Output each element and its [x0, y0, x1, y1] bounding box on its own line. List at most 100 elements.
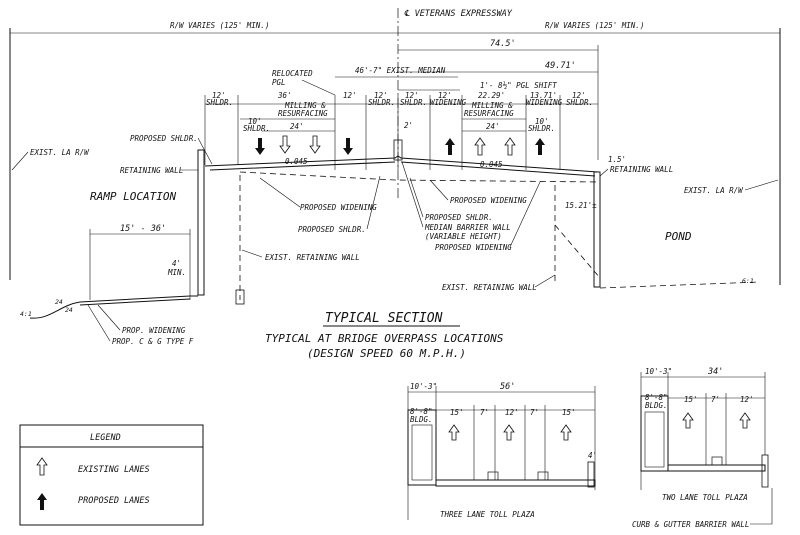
- subtitle-1: TYPICAL AT BRIDGE OVERPASS LOCATIONS: [265, 332, 504, 345]
- right-d12c: 12': [572, 91, 586, 100]
- right-d2: 2': [404, 121, 413, 130]
- relocated-label: RELOCATED: [272, 69, 313, 78]
- toll3-booth-1: [487, 471, 499, 481]
- right-d10: 10': [535, 117, 549, 126]
- toll3-bldg-dim: 8'-8": [410, 407, 433, 416]
- toll2-building: [640, 395, 669, 472]
- slope-left3: 4:1: [20, 310, 32, 318]
- existing-lane-arrow-icon: [309, 135, 321, 154]
- toll3-bldg: BLDG.: [410, 415, 433, 424]
- dim-4971: 49.71': [545, 61, 576, 71]
- left-d36: 36': [277, 91, 292, 100]
- right-shldr-c: SHLDR.: [566, 98, 593, 107]
- relocated-leader: [301, 79, 336, 96]
- legend-box: [19, 424, 204, 526]
- toll3-d56: 56': [500, 382, 515, 392]
- existing-lane-arrow-icon: [560, 424, 572, 441]
- pond-ground-line: [599, 281, 761, 289]
- right-lane-arrows: [445, 137, 545, 156]
- proposed-lane-arrow-icon: [343, 138, 353, 155]
- proposed-widening-left: PROPOSED WIDENING: [300, 203, 377, 212]
- existing-lane-arrow-icon: [504, 137, 516, 156]
- exist-la-rw-left: EXIST. LA R/W: [30, 148, 90, 157]
- ramp-pavement-bottom: [79, 298, 191, 306]
- toll2-d103: 10'-3": [645, 367, 672, 376]
- left-shldr-label: SHLDR.: [206, 98, 233, 107]
- toll3-d103: 10'-3": [410, 382, 437, 391]
- lane-ticks: [204, 95, 561, 170]
- proposed-lane-arrow-icon: [37, 493, 47, 510]
- toll3-curb: [587, 461, 595, 488]
- proposed-shldr-right-leader: [409, 177, 424, 218]
- right-d24: 24': [486, 122, 500, 131]
- existing-lane-arrow-icon: [474, 137, 486, 156]
- right-d15: 1.5': [608, 155, 626, 164]
- subgrade-line: [239, 171, 601, 183]
- ramp-dim: 15' - 36': [120, 224, 166, 234]
- proposed-shldr-mid: PROPOSED SHLDR.: [298, 225, 366, 234]
- proposed-shldr-mid-leader: [366, 175, 381, 230]
- legend-existing: EXISTING LANES: [78, 465, 150, 475]
- toll3-lane-4: 7': [530, 408, 539, 417]
- rw-left-label: R/W VARIES (125' MIN.): [170, 21, 269, 30]
- left-shldr-12: 12': [212, 91, 226, 100]
- existing-lane-arrow-icon: [682, 412, 694, 429]
- pavement-bottom: [209, 161, 596, 177]
- proposed-shldr-left-leader: [197, 137, 213, 165]
- left-retaining-wall: [197, 149, 205, 296]
- proposed-shldr-right: PROPOSED SHLDR.: [425, 213, 493, 222]
- exist-median-label: 46'-7" EXIST. MEDIAN: [355, 66, 446, 75]
- exist-retaining-left-leader: [241, 249, 263, 258]
- toll3-lane-2: 7': [480, 408, 489, 417]
- dim-745: 74.5': [490, 39, 516, 49]
- proposed-lane-arrow-icon: [255, 138, 265, 155]
- left-lane-arrows: [255, 135, 353, 155]
- pavement-surface: [204, 155, 599, 173]
- right-shldr-d: SHLDR.: [528, 124, 555, 133]
- exist-la-rw-left-leader: [11, 151, 29, 171]
- subtitle-2: (DESIGN SPEED 60 M.P.H.): [307, 347, 466, 360]
- prop-widening-leader: [97, 304, 121, 331]
- toll2-curb: [761, 454, 769, 488]
- main-title: TYPICAL SECTION: [325, 311, 443, 326]
- toll2-curb-label: CURB & GUTTER BARRIER WALL: [632, 520, 749, 529]
- existing-lane-arrow-icon: [739, 412, 751, 429]
- exist-retaining-right-leader: [534, 274, 556, 288]
- min-label: MIN.: [167, 268, 186, 277]
- centerline-label: ℄ VETERANS EXPRESSWAY: [404, 9, 513, 19]
- right-d12a: 12': [405, 91, 419, 100]
- toll3-lane-dividers: [473, 405, 546, 480]
- prop-cg-leader: [87, 304, 111, 342]
- left-exist-wall-footing: [235, 289, 245, 305]
- existing-lane-arrow-icon: [36, 457, 48, 476]
- proposed-widening-left-leader: [259, 177, 301, 208]
- toll2-building-inner: [644, 411, 665, 468]
- min4: 4': [172, 259, 181, 268]
- toll2-booth: [711, 456, 723, 466]
- left-d12c: 12': [374, 91, 388, 100]
- slope-right: 6:1: [742, 277, 754, 285]
- toll2-bldg-dim: 8'-8": [645, 393, 668, 402]
- exist-la-rw-right-leader: [744, 179, 779, 191]
- toll2-arrows: [682, 412, 751, 429]
- pond-label: POND: [665, 230, 692, 243]
- toll3-d4: 4': [588, 451, 597, 460]
- right-resurf: RESURFACING: [464, 109, 514, 118]
- median-barrier: [393, 139, 403, 161]
- d1521: 15.21'±: [565, 201, 597, 210]
- retaining-wall-left: RETAINING WALL: [120, 166, 183, 175]
- proposed-lane-arrow-icon: [445, 138, 455, 155]
- left-d10: 10': [248, 117, 262, 126]
- proposed-shldr-left: PROPOSED SHLDR.: [130, 134, 198, 143]
- slope-left2: 24: [65, 306, 73, 314]
- proposed-widening-right2: PROPOSED WIDENING: [435, 243, 512, 252]
- proposed-widening-right2-leader: [509, 181, 541, 248]
- rw-right-label: R/W VARIES (125' MIN.): [545, 21, 644, 30]
- pgl-shift-label: 1'- 8½" PGL SHIFT: [480, 81, 557, 90]
- toll3-building: [407, 409, 437, 486]
- right-slope-dash: [554, 224, 601, 279]
- prop-widening: PROP. WIDENING: [122, 326, 186, 335]
- prop-cg: PROP. C & G TYPE F: [112, 337, 194, 346]
- toll2-slab: [667, 464, 766, 472]
